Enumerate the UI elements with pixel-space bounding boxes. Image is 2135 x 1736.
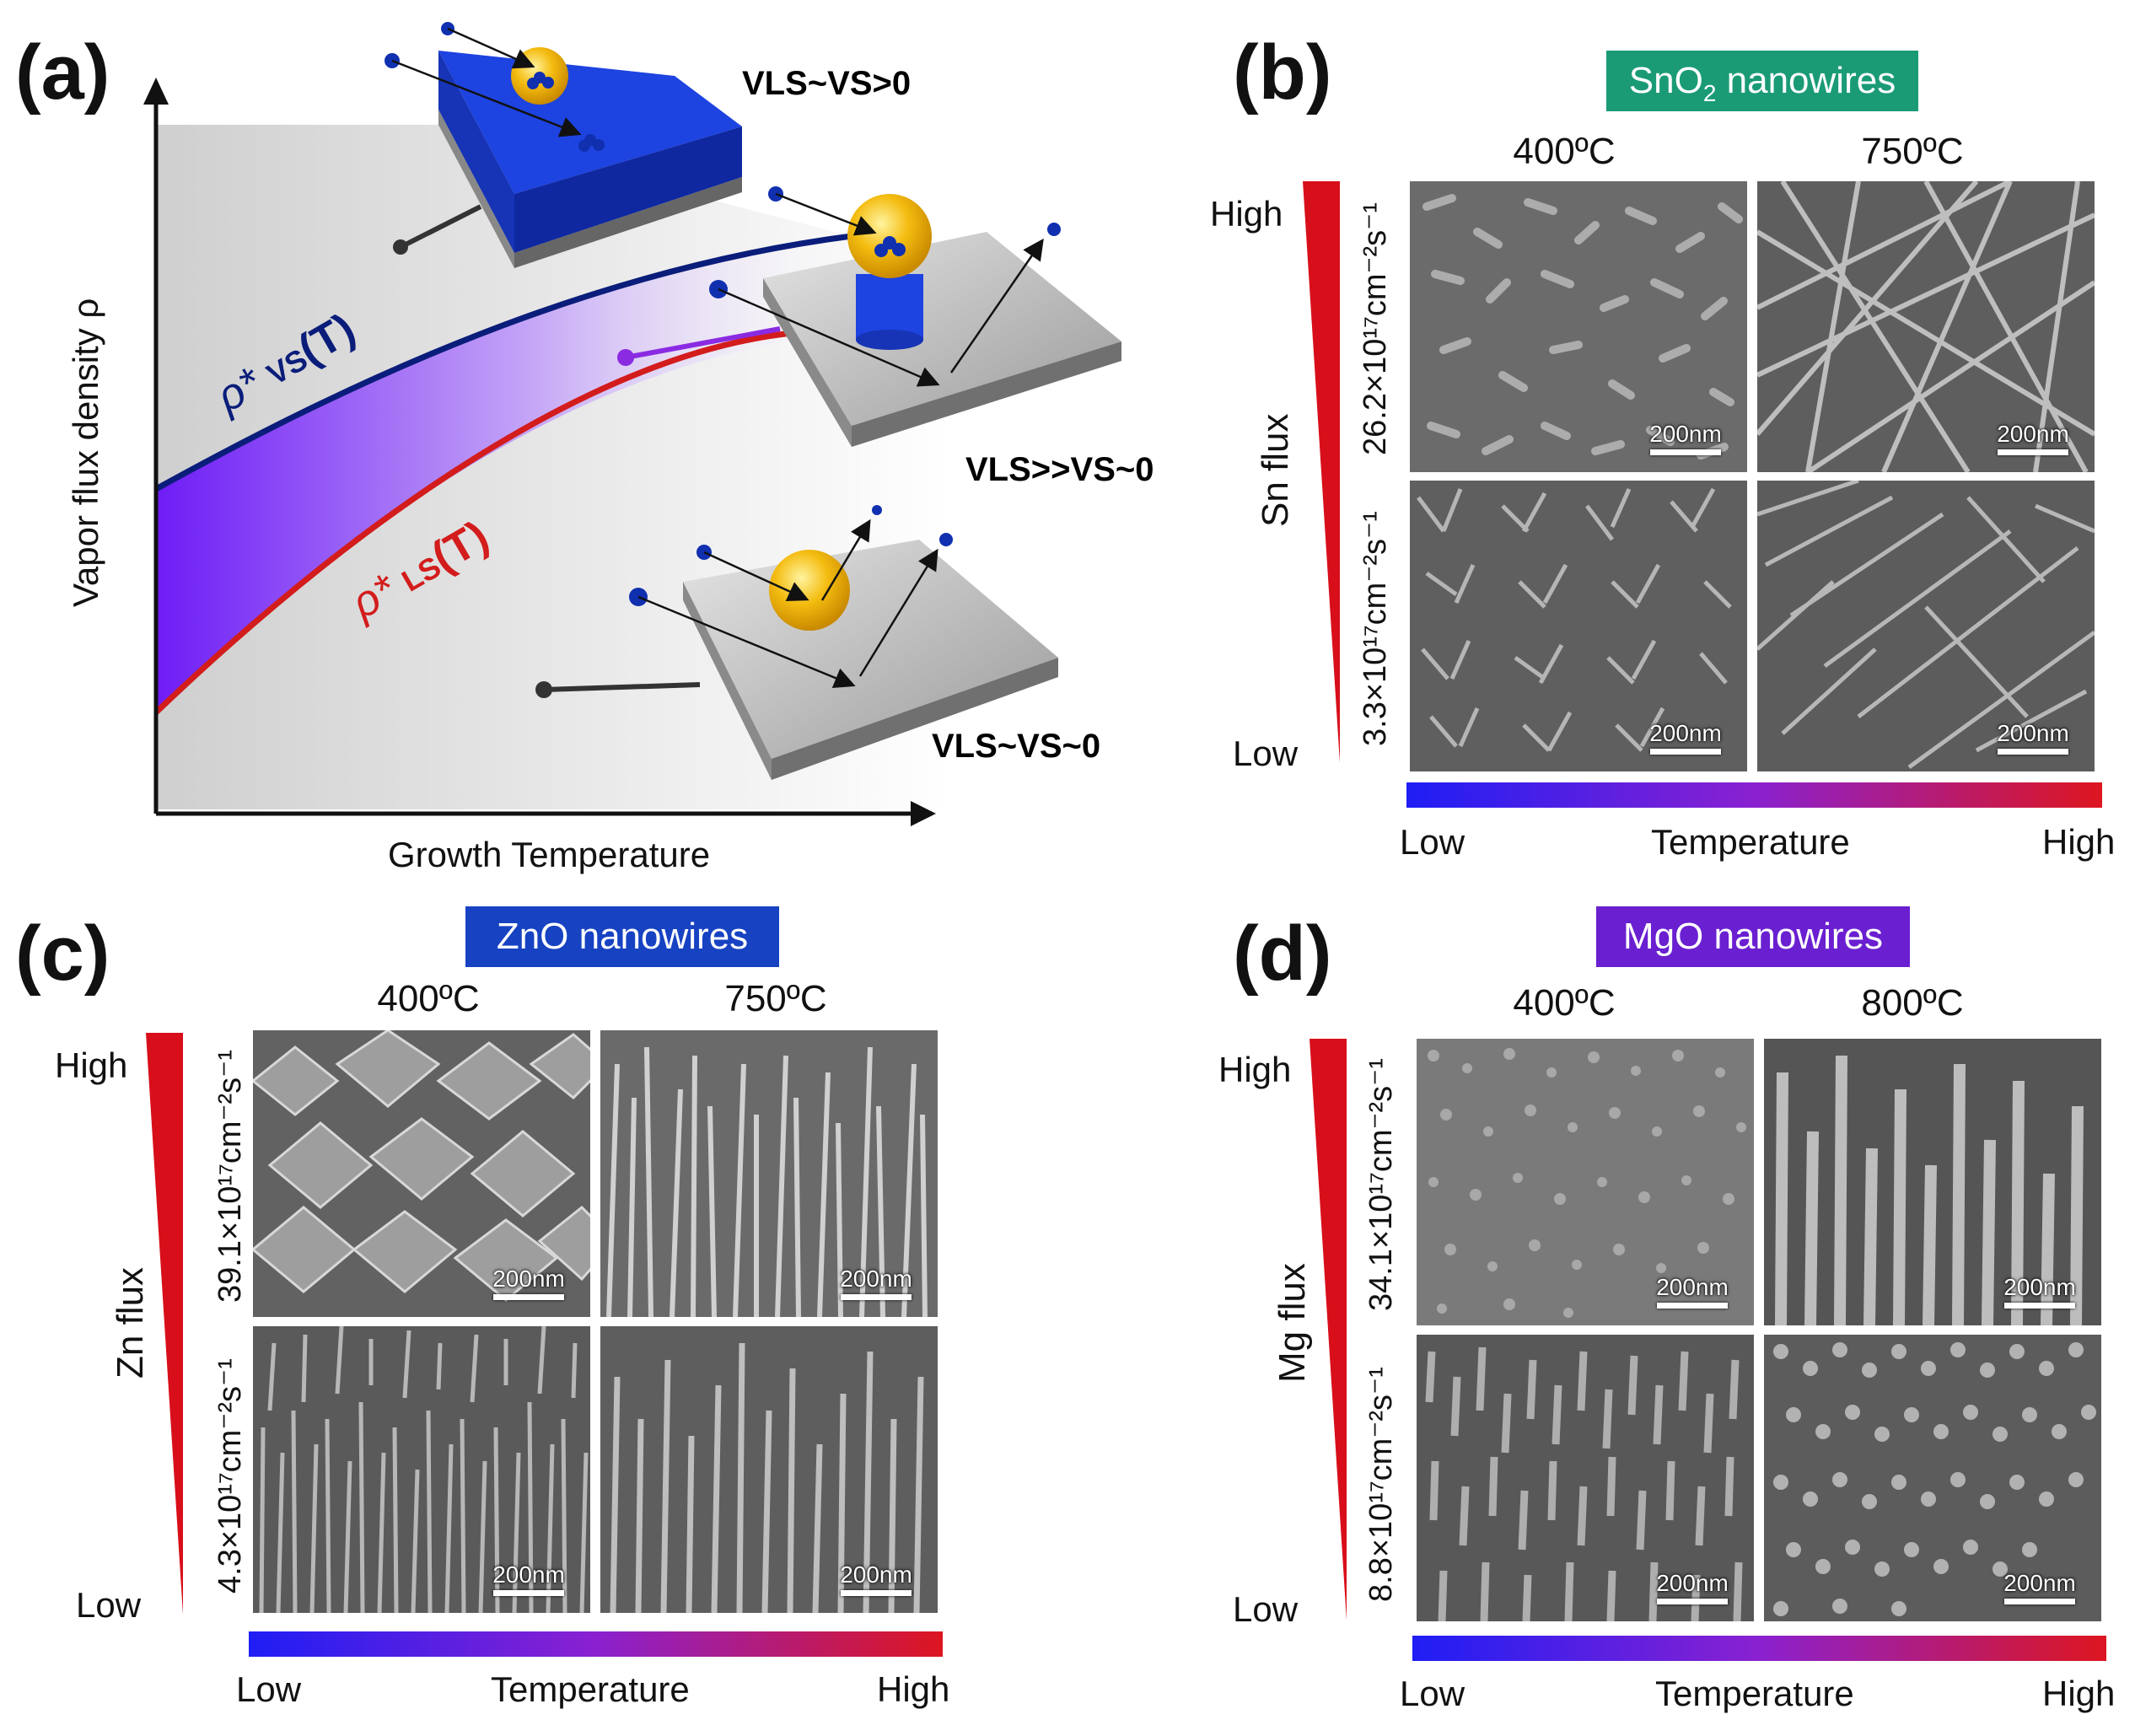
scale-bar: 200nm: [1646, 1274, 1739, 1309]
panel-c-low-label: Low: [76, 1585, 142, 1625]
regime-label-3: VLS~VS~0: [932, 728, 1100, 765]
panel-c-high-label: High: [55, 1045, 128, 1085]
panel-b-col-head-2: 750ºC: [1861, 131, 1964, 172]
panel-c-col-head-1: 400ºC: [377, 978, 480, 1019]
panel-b-sem-3: 200nm: [1410, 481, 1747, 771]
panel-b-row-label-2: 3.3×10¹⁷cm⁻²s⁻¹: [1358, 511, 1393, 746]
panel-d-sem-4: 200nm: [1764, 1335, 2101, 1621]
scale-bar: 200nm: [1993, 1274, 2086, 1309]
panel-c-temperature-bar: [249, 1631, 943, 1657]
panel-c-title: ZnO nanowires: [465, 906, 779, 967]
panel-d-col-head-1: 400ºC: [1513, 982, 1616, 1024]
scale-bar: 200nm: [1993, 1570, 2086, 1604]
rho-vs-curve: [154, 233, 852, 492]
panel-c-sem-3: 200nm: [253, 1326, 590, 1613]
panel-d-high-label: High: [1218, 1050, 1292, 1089]
panel-c-temp-high: High: [877, 1669, 950, 1709]
panel-d-low-label: Low: [1233, 1589, 1299, 1629]
panel-d-sem-3: 200nm: [1417, 1335, 1754, 1621]
panel-b-temperature-bar: [1406, 782, 2102, 808]
panel-d-col-head-2: 800ºC: [1861, 982, 1964, 1024]
panel-d-row-label-2: 8.8×10¹⁷cm⁻²s⁻¹: [1363, 1367, 1399, 1602]
scale-bar: 200nm: [1639, 421, 1732, 455]
panel-d-flux-label: Mg flux: [1272, 1263, 1313, 1383]
panel-a-letter: (a): [15, 30, 110, 116]
panel-d-title: MgO nanowires: [1596, 906, 1910, 967]
panel-b-sem-4: 200nm: [1757, 481, 2095, 771]
panel-b-temp-label: Temperature: [1651, 822, 1850, 862]
scale-bar: 200nm: [1646, 1570, 1739, 1604]
panel-b-letter: (b): [1233, 30, 1332, 116]
panel-c-row-label-2: 4.3×10¹⁷cm⁻²s⁻¹: [212, 1358, 248, 1594]
regime-label-2: VLS>>VS~0: [965, 451, 1154, 488]
schematic-bottom: [535, 505, 1058, 780]
panel-b-temp-low: Low: [1400, 822, 1465, 862]
panel-d-temp-label: Temperature: [1655, 1674, 1854, 1713]
panel-d-sem-2: 200nm: [1764, 1039, 2101, 1325]
panel-d-flux-wedge: [1310, 1039, 1347, 1620]
schematic-middle: [617, 186, 1121, 447]
schematic-top: [385, 22, 742, 268]
panel-b-high-label: High: [1210, 194, 1283, 234]
panel-c-sem-4: 200nm: [600, 1326, 938, 1613]
scale-bar: 200nm: [482, 1266, 575, 1300]
scale-bar: 200nm: [830, 1266, 922, 1300]
panel-b-flux-wedge: [1303, 181, 1340, 763]
scale-bar: 200nm: [482, 1561, 575, 1596]
rho-ls-curve: [153, 330, 793, 715]
panel-b-flux-label: Sn flux: [1255, 413, 1296, 527]
panel-c-temp-label: Temperature: [491, 1669, 690, 1709]
scale-bar: 200nm: [1987, 720, 2079, 755]
panel-c-sem-2: 200nm: [600, 1030, 938, 1317]
panel-c-letter: (c): [15, 911, 110, 997]
scale-bar: 200nm: [1639, 720, 1732, 755]
scale-bar: 200nm: [830, 1561, 922, 1596]
vls-band: [156, 236, 852, 712]
panel-b-col-head-1: 400ºC: [1513, 131, 1616, 172]
panel-b-temp-high: High: [2042, 822, 2116, 862]
panel-b-sem-1: 200nm: [1410, 181, 1747, 472]
panel-b-sem-2: 200nm: [1757, 181, 2095, 472]
panel-b-low-label: Low: [1233, 734, 1299, 773]
panel-d-row-label-1: 34.1×10¹⁷cm⁻²s⁻¹: [1363, 1058, 1399, 1311]
panel-c-sem-1: 200nm: [253, 1030, 590, 1317]
regime-label-1: VLS~VS>0: [742, 65, 911, 102]
panel-a-diagram: ρ* VS(T) ρ* LS(T) VLS~VS>0 VLS>>VS~0: [143, 22, 1154, 826]
panel-c-row-label-1: 39.1×10¹⁷cm⁻²s⁻¹: [212, 1050, 248, 1303]
panel-d-sem-1: 200nm: [1417, 1039, 1754, 1325]
panel-a-y-axis-label: Vapor flux density ρ: [66, 298, 105, 607]
panel-a-x-axis-label: Growth Temperature: [388, 835, 711, 874]
panel-c-temp-low: Low: [236, 1669, 302, 1709]
panel-c-flux-wedge: [146, 1033, 183, 1615]
panel-b-title: SnO2 nanowires: [1606, 51, 1918, 111]
panel-d-temperature-bar: [1412, 1636, 2106, 1661]
panel-d-temp-low: Low: [1400, 1674, 1465, 1713]
panel-c-col-head-2: 750ºC: [724, 978, 827, 1019]
scale-bar: 200nm: [1987, 421, 2079, 455]
panel-d-temp-high: High: [2042, 1674, 2116, 1713]
panel-d-letter: (d): [1233, 911, 1332, 997]
panel-c-flux-label: Zn flux: [110, 1266, 151, 1379]
panel-b-row-label-1: 26.2×10¹⁷cm⁻²s⁻¹: [1358, 202, 1393, 455]
